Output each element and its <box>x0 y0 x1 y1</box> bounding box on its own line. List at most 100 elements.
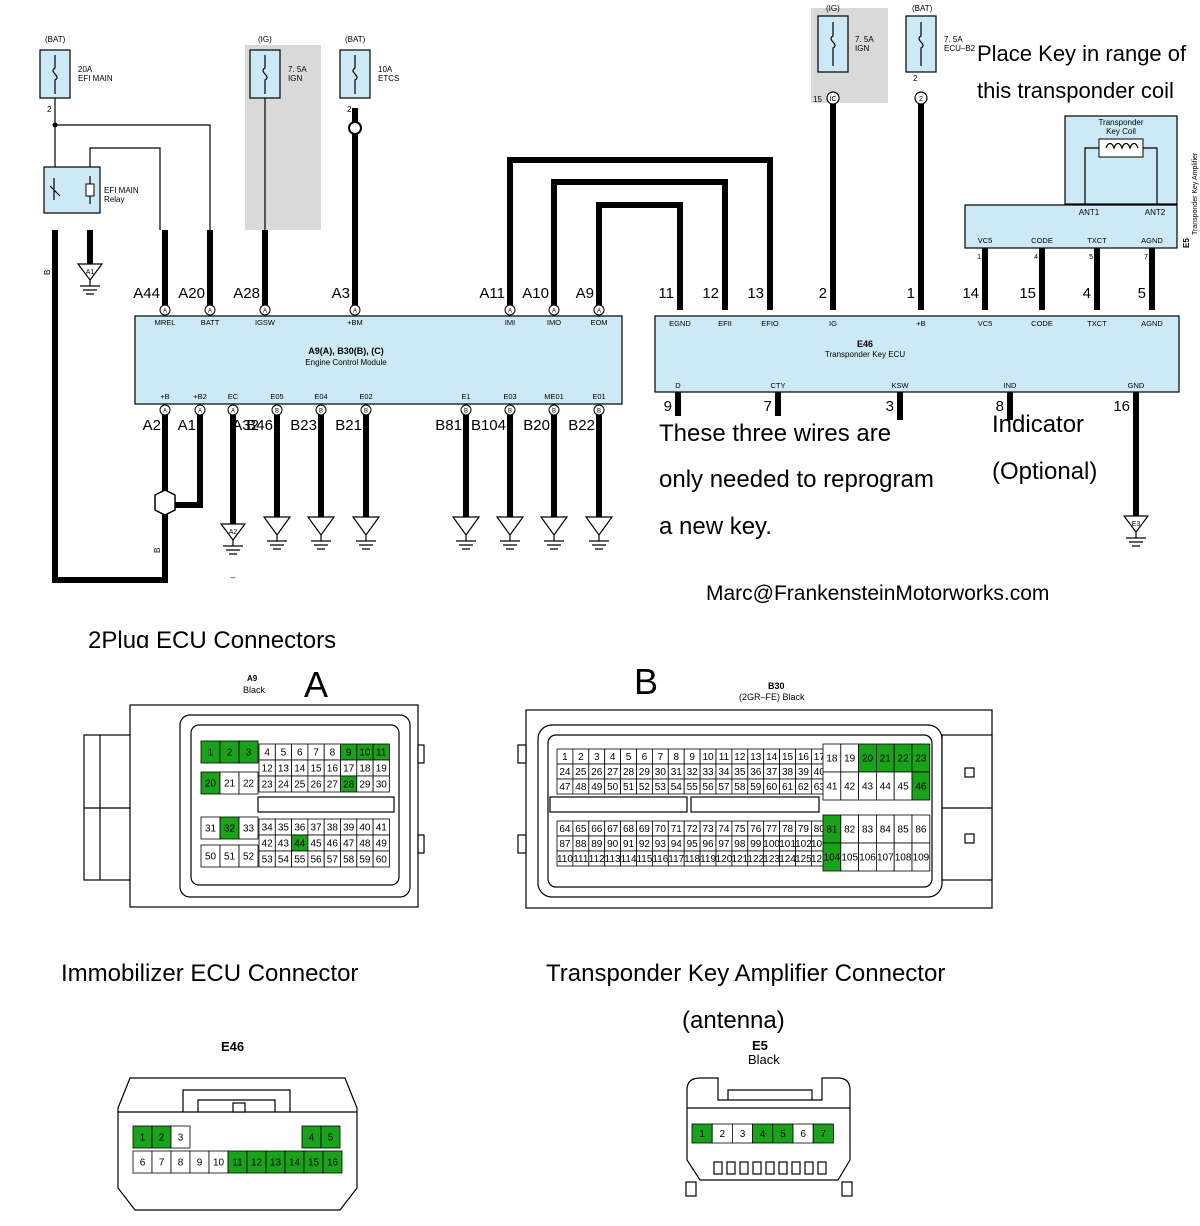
connector-pin-number: 108 <box>895 853 912 864</box>
pin-connector-letter: A <box>597 309 601 315</box>
connector-pin-number: 25 <box>575 767 587 778</box>
connector-pin-number: 68 <box>623 824 635 835</box>
connector-pin-number: 51 <box>623 782 635 793</box>
pin-number-label: A20 <box>178 285 205 302</box>
section-antenna: (antenna) <box>682 1007 785 1034</box>
wire-color-b-2: B <box>153 548 162 553</box>
pin-number-label: 12 <box>702 285 719 302</box>
connector-pin-number: 99 <box>750 839 762 850</box>
amp-pin-number: 1 <box>977 254 981 261</box>
connector-pin-number: 39 <box>798 767 810 778</box>
pin-connector-circle <box>504 404 516 416</box>
connector-pin-number: 2 <box>159 1133 165 1144</box>
pin-signal-name: CTY <box>771 381 786 390</box>
pin-number-label: A1 <box>178 417 196 434</box>
connector-pin-number: 126 <box>811 854 828 865</box>
connector-pin-number: 16 <box>327 1158 339 1169</box>
fuse-conn: 2 <box>919 96 923 103</box>
amp-side-label: Transponder Key Amplifier <box>1192 152 1199 235</box>
connector-pin-number: 17 <box>343 764 355 775</box>
amp-pin-name: AGND <box>1141 236 1163 245</box>
connector-pin-number: 52 <box>243 852 255 863</box>
connector-pin-number: 29 <box>359 780 371 791</box>
fuse-name: ETCS <box>378 74 399 83</box>
connector-pin-number: 56 <box>702 782 714 793</box>
pin-connector-circle <box>159 404 171 416</box>
connector-pin-number: 90 <box>607 839 619 850</box>
connector-pin-number: 63 <box>814 782 826 793</box>
fuse-rating: 7. 5A <box>944 35 963 44</box>
ground-lines <box>356 535 376 550</box>
pin-signal-name: +BM <box>347 318 363 327</box>
pin-connector-letter: A <box>163 309 167 315</box>
coil-label-1: Transponder <box>1098 118 1143 127</box>
pin-signal-name: BATT <box>201 318 220 327</box>
ground-lines <box>589 535 609 550</box>
pin-number-label: 3 <box>886 398 894 415</box>
ground-symbol <box>584 516 614 537</box>
pin-connector-circle <box>194 404 206 416</box>
pin-signal-name: IGSW <box>255 318 276 327</box>
pin-number-label: B21 <box>335 417 362 434</box>
connector-pin-number: 92 <box>639 839 651 850</box>
connector-pin-cell <box>238 816 259 840</box>
connector-pin-number: 43 <box>862 782 874 793</box>
pin-signal-name: VC5 <box>978 319 993 328</box>
fuse-pin: 2 <box>47 105 52 114</box>
connector-pin-number: 100 <box>763 839 780 850</box>
connector-pin-number: 55 <box>294 855 306 866</box>
pin-signal-name: EOM <box>590 318 607 327</box>
connector-pin-number: 7 <box>313 748 319 759</box>
connector-pin-number: 3 <box>246 748 252 759</box>
pin-number-label: 13 <box>747 285 764 302</box>
connector-pin-number: 51 <box>224 852 236 863</box>
connector-pin-number: 67 <box>607 824 619 835</box>
ground-lines <box>456 535 476 550</box>
fuse-name: EFI MAIN <box>78 74 113 83</box>
connector-pin-number: 5 <box>626 752 632 763</box>
connector-pin-number: 115 <box>636 854 652 865</box>
connector-pin-number: 20 <box>862 754 874 765</box>
section-amp-connector: Transponder Key Amplifier Connector <box>546 960 945 987</box>
fuse-rating: 10A <box>378 65 393 74</box>
pin-number-label: 16 <box>1113 398 1130 415</box>
fuse-pin: 2 <box>913 74 918 83</box>
amp-pin-number: 4 <box>1034 254 1038 261</box>
connector-pin-cell <box>911 842 931 872</box>
connector-pin-number: 26 <box>310 780 322 791</box>
ground-lines <box>311 535 331 550</box>
connector-pin-number: 7 <box>821 1129 827 1140</box>
amp-code: E5 <box>1182 238 1191 248</box>
fuse-name: IGN <box>288 74 302 83</box>
pin-connector-circle <box>227 404 239 416</box>
connector-pin-number: 76 <box>750 824 762 835</box>
connector-pin-number: 2 <box>720 1129 726 1140</box>
connector-pin-number: 110 <box>557 854 573 865</box>
connector-pin-number: 60 <box>766 782 778 793</box>
pin-connector-circle <box>204 304 216 316</box>
connector-pin-number: 29 <box>639 767 651 778</box>
fuse-ecu-b2: (BAT) 7. 5A ECU–B2 2 2 <box>905 4 976 105</box>
pin-signal-name: ME01 <box>544 392 564 401</box>
pin-number-label: B104 <box>471 417 506 434</box>
connector-pin-number: 56 <box>310 855 322 866</box>
connector-pin-number: 53 <box>262 855 274 866</box>
connector-pin-number: 25 <box>294 780 306 791</box>
connector-pin-number: 40 <box>359 823 371 834</box>
connector-pin-number: 24 <box>278 780 290 791</box>
connector-pin-number: 15 <box>782 752 794 763</box>
connector-pin-cell <box>322 1150 343 1174</box>
connector-pin-number: 40 <box>814 767 826 778</box>
ground-symbol <box>451 516 481 537</box>
pin-number-label: B81 <box>435 417 462 434</box>
connector-pin-number: 6 <box>140 1158 146 1169</box>
connector-pin-number: 14 <box>294 764 306 775</box>
pin-connector-letter: A <box>198 409 202 415</box>
connector-pin-number: 88 <box>575 839 587 850</box>
connector-pin-number: 12 <box>262 764 274 775</box>
pin-signal-name: KSW <box>891 381 909 390</box>
ground-symbol <box>306 516 336 537</box>
connector-pin-number: 124 <box>779 854 796 865</box>
